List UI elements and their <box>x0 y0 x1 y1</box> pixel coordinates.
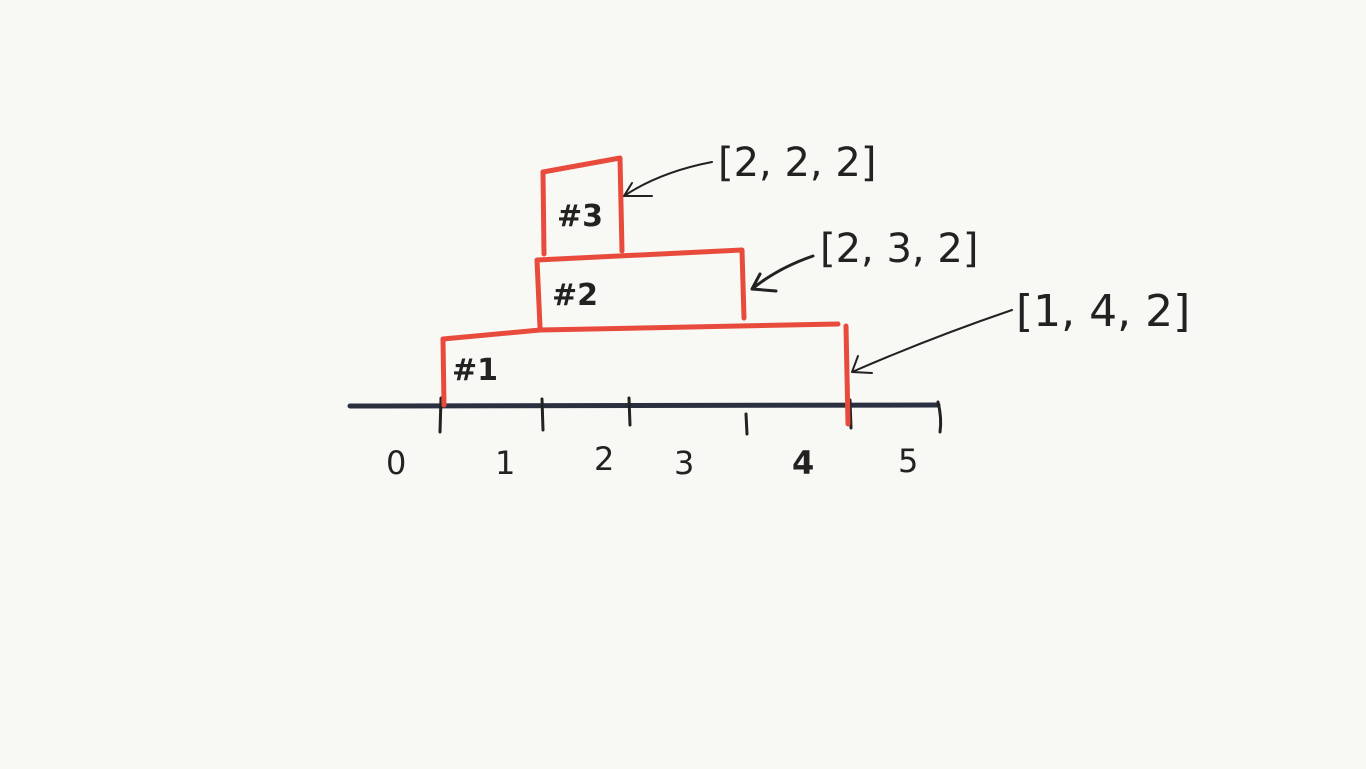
annotation-2-text: [2, 3, 2] <box>820 226 978 272</box>
annotation-1-text: [1, 4, 2] <box>1016 286 1190 337</box>
box-1-outline <box>440 321 851 427</box>
tick-label: 2 <box>594 440 614 478</box>
axis-line <box>347 402 941 409</box>
annotation-1: [1, 4, 2] <box>851 286 1190 374</box>
arrow-icon <box>851 309 1013 374</box>
axis-tick <box>936 400 943 434</box>
axis-tick <box>744 412 749 436</box>
tick-label: 3 <box>674 444 694 482</box>
tick-label: 5 <box>898 442 918 480</box>
axis-tick <box>438 396 443 434</box>
box-1-label: #1 <box>452 353 498 388</box>
arrow-icon <box>750 254 815 293</box>
box-2-outline <box>534 247 747 330</box>
tick-label: 1 <box>495 444 515 482</box>
box-2: #2 <box>534 247 747 330</box>
annotation-2: [2, 3, 2] <box>750 226 978 293</box>
arrow-icon <box>623 161 713 197</box>
tick-label: 4 <box>792 444 814 482</box>
box-3: #3 <box>540 155 625 257</box>
box-3-label: #3 <box>557 199 603 234</box>
box-2-label: #2 <box>552 278 598 313</box>
box-1: #1 <box>440 321 851 427</box>
axis-tick <box>627 396 632 427</box>
axis-tick <box>848 398 853 430</box>
number-line: 0 1 2 3 4 5 <box>347 396 943 482</box>
box-3-outline <box>540 155 625 257</box>
tick-label: 0 <box>386 444 406 482</box>
annotation-3-text: [2, 2, 2] <box>718 140 876 186</box>
annotation-3: [2, 2, 2] <box>623 140 876 197</box>
axis-tick <box>540 397 545 432</box>
